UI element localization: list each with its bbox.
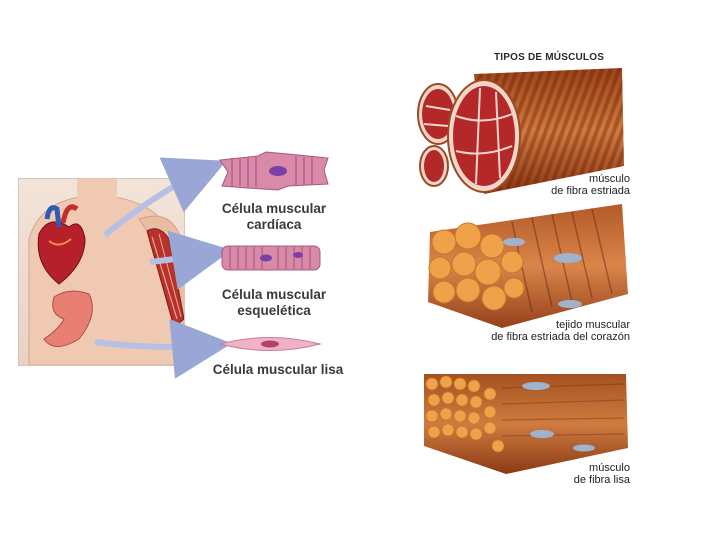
caption-smooth-muscle: músculo de fibra lisa <box>573 462 630 486</box>
human-body-illustration <box>18 178 185 366</box>
smooth-muscle-nucleus-2 <box>530 430 554 438</box>
smooth-muscle-nucleus-1 <box>522 382 550 390</box>
arrow-to-skeletal <box>149 230 232 290</box>
torso-and-arm-figure <box>28 179 184 365</box>
muscle-types-title: TIPOS DE MÚSCULOS <box>494 52 605 63</box>
cardiac-nucleus <box>269 166 287 176</box>
label-smooth-cell: Célula muscular lisa <box>212 362 344 377</box>
striated-muscle-bundle <box>417 68 624 194</box>
arrow-to-smooth <box>94 318 232 379</box>
caption-cardiac-tissue: tejido muscular de fibra estriada del co… <box>491 319 630 343</box>
skeletal-cell <box>221 245 321 271</box>
skeletal-nucleus-2 <box>293 252 303 258</box>
stomach-illustration <box>43 290 93 347</box>
smooth-cell <box>218 337 322 351</box>
caption-striated-muscle: músculo de fibra estriada <box>551 173 630 197</box>
cardiac-cell <box>219 151 329 191</box>
smooth-muscle-nucleus-3 <box>573 444 595 452</box>
arrow-to-cardiac <box>103 157 227 238</box>
heart-illustration <box>37 204 86 285</box>
cardiac-tissue-nucleus-1 <box>503 238 525 246</box>
arm-muscle <box>146 228 184 328</box>
cardiac-tissue-nucleus-3 <box>558 300 582 308</box>
smooth-nucleus <box>261 340 279 348</box>
cardiac-tissue-block <box>428 204 628 328</box>
label-skeletal-cell: Célula muscular esquelética <box>221 287 327 318</box>
smooth-muscle-block <box>424 374 628 474</box>
skeletal-nucleus-1 <box>260 254 272 262</box>
cardiac-tissue-nucleus-2 <box>554 253 582 263</box>
label-cardiac-cell: Célula muscular cardíaca <box>221 201 327 232</box>
